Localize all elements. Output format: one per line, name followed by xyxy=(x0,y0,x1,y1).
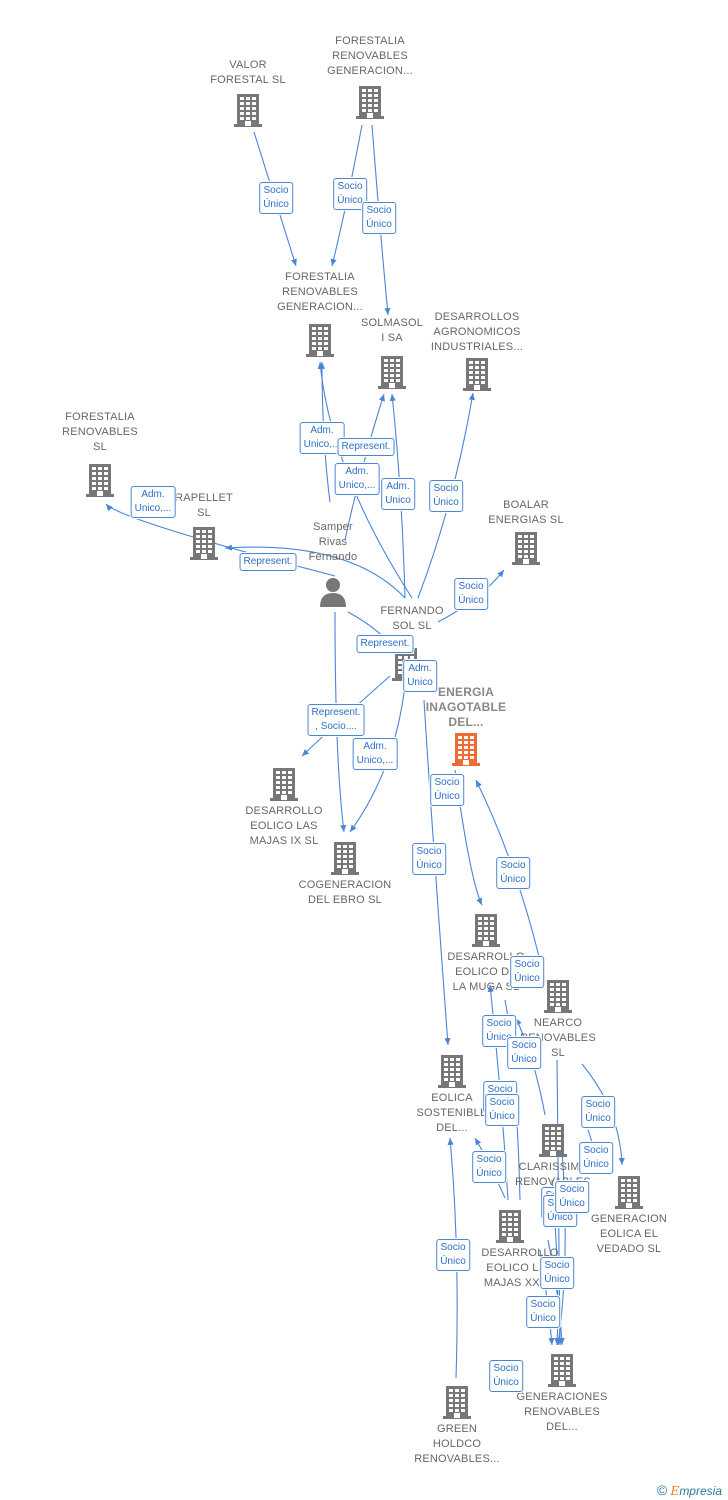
relation-label[interactable]: Represent. xyxy=(337,438,395,456)
node-label[interactable]: FORESTALIA RENOVABLES SL xyxy=(62,411,138,453)
building-icon[interactable] xyxy=(471,913,501,947)
building-icon[interactable] xyxy=(543,979,573,1013)
relation-label[interactable]: Adm. Unico xyxy=(403,660,437,692)
node-label[interactable]: GENERACIONES RENOVABLES DEL... xyxy=(516,1391,608,1433)
brand-initial: E xyxy=(670,1484,680,1498)
building-icon[interactable] xyxy=(305,323,335,357)
building-icon[interactable] xyxy=(437,1054,467,1088)
relation-label[interactable]: Socio Único xyxy=(510,956,544,988)
relationship-edge xyxy=(224,544,406,599)
node-label[interactable]: DESARROLLO EOLICO LAS MAJAS IX SL xyxy=(245,805,323,847)
building-icon[interactable] xyxy=(85,463,115,497)
relation-label[interactable]: Adm. Unico xyxy=(381,478,415,510)
relation-label[interactable]: Represent. , Socio.... xyxy=(307,704,365,736)
relation-label[interactable]: Socio Único xyxy=(472,1151,506,1183)
node-label[interactable]: DESARROLLO EOLICO DE LA MUGA SL xyxy=(447,951,525,993)
relation-label[interactable]: Socio Único xyxy=(436,1239,470,1271)
building-icon[interactable] xyxy=(538,1123,568,1157)
building-icon[interactable] xyxy=(614,1175,644,1209)
relation-label[interactable]: Socio Único xyxy=(333,178,367,210)
relation-label[interactable]: Socio Único xyxy=(579,1142,613,1174)
node-label[interactable]: GENERACION EOLICA EL VEDADO SL xyxy=(591,1213,667,1255)
building-icon[interactable] xyxy=(233,93,263,127)
node-label[interactable]: DESARROLLOS AGRONOMICOS INDUSTRIALES... xyxy=(430,311,524,353)
relation-label[interactable]: Adm. Unico,... xyxy=(352,738,398,770)
node-label[interactable]: EOLICA SOSTENIBLE DEL... xyxy=(416,1092,488,1134)
node-label[interactable]: FORESTALIA RENOVABLES GENERACION... xyxy=(277,271,363,313)
person-icon[interactable] xyxy=(318,575,348,609)
relation-label[interactable]: Adm. Unico,... xyxy=(334,463,380,495)
relation-label[interactable]: Socio Único xyxy=(507,1037,541,1069)
relation-label[interactable]: Represent. xyxy=(356,635,414,653)
relation-label[interactable]: Socio Único xyxy=(454,578,488,610)
relation-label[interactable]: Socio Único xyxy=(526,1296,560,1328)
relation-label[interactable]: Adm. Unico,... xyxy=(130,486,176,518)
relationship-edge xyxy=(334,611,347,833)
building-icon[interactable] xyxy=(547,1353,577,1387)
node-label[interactable]: GREEN HOLDCO RENOVABLES... xyxy=(414,1423,500,1465)
node-label[interactable]: FORESTALIA RENOVABLES GENERACION... xyxy=(327,35,413,77)
relation-label[interactable]: Socio Único xyxy=(496,857,530,889)
relation-label[interactable]: Socio Único xyxy=(412,843,446,875)
relation-label[interactable]: Adm. Unico,... xyxy=(299,422,345,454)
relation-label[interactable]: Socio Único xyxy=(540,1257,574,1289)
building-icon[interactable] xyxy=(511,531,541,565)
relation-label[interactable]: Represent. xyxy=(239,553,297,571)
relation-label[interactable]: Socio Único xyxy=(489,1360,523,1392)
node-label[interactable]: RAPELLET SL xyxy=(175,492,233,519)
building-icon[interactable] xyxy=(442,1385,472,1419)
building-icon[interactable] xyxy=(377,355,407,389)
building-icon[interactable] xyxy=(355,85,385,119)
relation-label[interactable]: Socio Único xyxy=(482,1015,516,1047)
node-label[interactable]: VALOR FORESTAL SL xyxy=(210,59,286,86)
building-icon[interactable] xyxy=(495,1209,525,1243)
node-label[interactable]: BOALAR ENERGIAS SL xyxy=(488,499,564,526)
node-label[interactable]: ENERGIA INAGOTABLE DEL... xyxy=(425,685,507,729)
node-label[interactable]: FERNANDO SOL SL xyxy=(380,605,444,632)
relation-label[interactable]: Socio Único xyxy=(429,480,463,512)
building-icon[interactable] xyxy=(330,841,360,875)
relation-label[interactable]: Socio Único xyxy=(430,774,464,806)
relation-label[interactable]: Socio Único xyxy=(362,202,396,234)
building-icon[interactable] xyxy=(451,732,481,766)
building-icon[interactable] xyxy=(462,357,492,391)
building-icon[interactable] xyxy=(269,767,299,801)
relation-label[interactable]: Socio Único xyxy=(555,1181,589,1213)
node-label[interactable]: Samper Rivas Fernando xyxy=(308,521,358,563)
relation-label[interactable]: Socio Único xyxy=(485,1094,519,1126)
building-icon[interactable] xyxy=(189,526,219,560)
brand-rest: mpresia xyxy=(679,1484,722,1498)
empresia-footer[interactable]: © Empresia xyxy=(657,1482,722,1498)
relationship-edge xyxy=(423,699,451,1046)
copyright-symbol: © xyxy=(656,1482,668,1498)
node-label[interactable]: COGENERACION DEL EBRO SL xyxy=(298,879,392,906)
relation-label[interactable]: Socio Único xyxy=(259,182,293,214)
relation-label[interactable]: Socio Único xyxy=(581,1096,615,1128)
node-label[interactable]: SOLMASOL I SA xyxy=(360,317,424,344)
